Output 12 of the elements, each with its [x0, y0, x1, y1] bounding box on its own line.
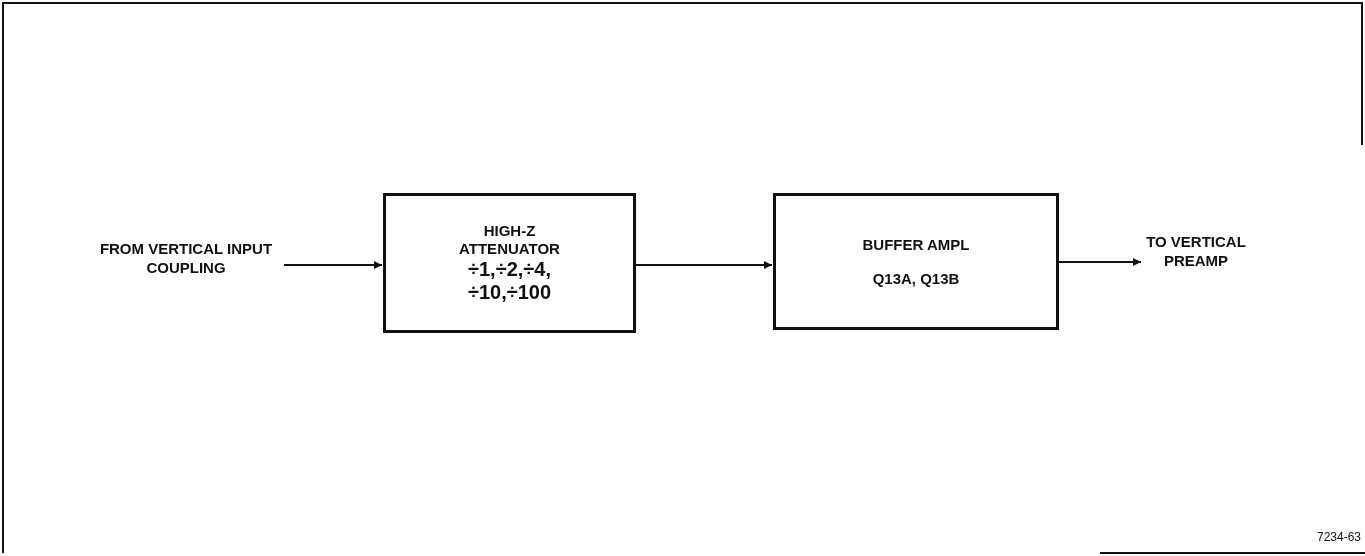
block-box	[383, 193, 636, 333]
figure-number: 7234-63	[1316, 530, 1361, 544]
arrow	[1058, 258, 1142, 266]
block-box	[773, 193, 1059, 330]
arrow	[283, 261, 383, 269]
block-label: BUFFER AMPL	[862, 235, 970, 254]
block-label: ÷1,÷2,÷4, ÷10,÷100	[466, 258, 553, 304]
arrow	[635, 261, 773, 269]
block-label: Q13A, Q13B	[872, 269, 960, 288]
signal-label: FROM VERTICAL INPUT COUPLING	[98, 239, 274, 277]
signal-label: TO VERTICAL PREAMP	[1145, 232, 1247, 270]
block-label: HIGH-Z ATTENUATOR	[458, 222, 561, 258]
